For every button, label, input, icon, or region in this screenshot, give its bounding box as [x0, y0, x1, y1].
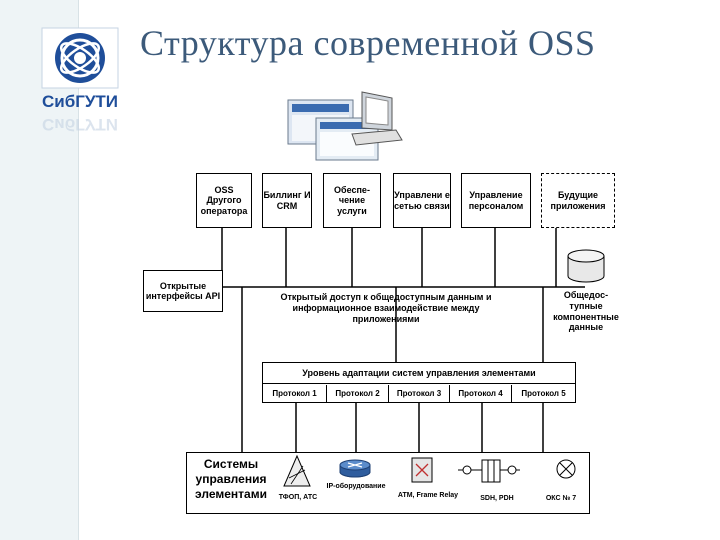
- device-label-ip: IP-оборудование: [326, 483, 386, 490]
- box-personnel-management: Управление персоналом: [461, 173, 531, 228]
- device-label-ss7: ОКС № 7: [545, 495, 577, 502]
- adaptation-title: Уровень адаптации систем управления элем…: [263, 363, 575, 384]
- protocol-3: Протокол 3: [389, 385, 450, 402]
- device-label-pstn: ТФОП, АТС: [278, 494, 318, 501]
- device-label-atm: ATM, Frame Relay: [397, 492, 459, 499]
- database-icon: [567, 249, 605, 283]
- bus-description: Открытый доступ к общедоступным данным и…: [280, 292, 492, 324]
- device-label-sdh: SDH, PDH: [480, 495, 514, 502]
- ems-title: Системы управления элементами: [195, 457, 267, 501]
- box-open-api: Открытые интерфейсы API: [143, 270, 223, 312]
- box-network-management: Управлени е сетью связи: [393, 173, 451, 228]
- ems-container: [186, 452, 590, 514]
- router-icon: [339, 459, 371, 478]
- box-billing-crm: Биллинг И CRM: [262, 173, 312, 228]
- common-data-label: Общедос-тупные компонентные данные: [553, 290, 619, 333]
- box-service-provisioning: Обеспе-чение услуги: [323, 173, 381, 228]
- pstn-switch-icon: [283, 454, 311, 487]
- protocol-5: Протокол 5: [521, 389, 566, 398]
- logo-text: СибГУТИ: [41, 92, 119, 111]
- sidebar-band: [0, 0, 79, 540]
- protocol-4: Протокол 4: [450, 385, 512, 402]
- protocol-1: Протокол 1: [263, 385, 327, 402]
- box-other-oss: OSS Другого оператора: [196, 173, 252, 228]
- logo-emblem-icon: [41, 27, 119, 89]
- box-future-apps: Будущие приложения: [541, 173, 615, 228]
- logo: СибГУТИ СибГУТИ: [40, 26, 120, 138]
- workstation-icon: [287, 91, 403, 161]
- protocol-2: Протокол 2: [327, 385, 389, 402]
- ss7-stp-icon: [556, 459, 576, 479]
- page-title: Структура современной OSS: [140, 23, 596, 63]
- sdh-mux-icon: [458, 459, 520, 483]
- atm-switch-icon: [411, 457, 433, 483]
- adaptation-layer: Уровень адаптации систем управления элем…: [262, 362, 576, 403]
